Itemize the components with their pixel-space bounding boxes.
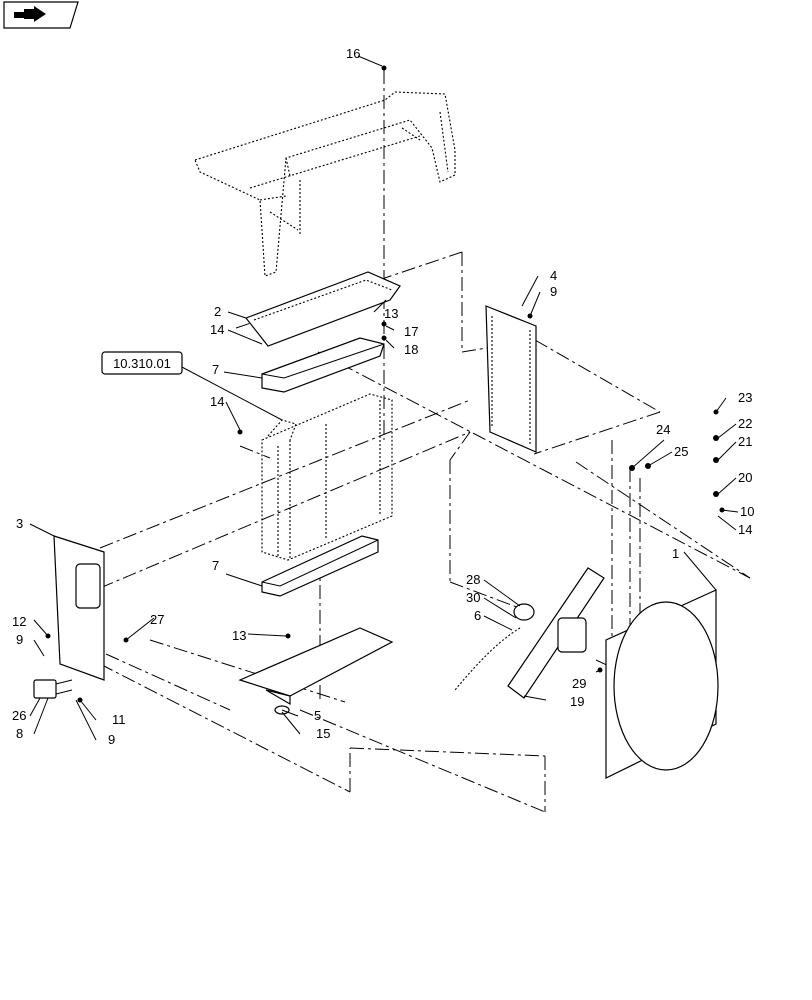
previous-page-arrow-icon[interactable]: [3, 1, 79, 29]
reference-label: 10.310.01: [113, 356, 171, 371]
callout-labels: 16 2 13 14 17 18 7 14 4 9 23 22 21 20 10…: [12, 46, 754, 747]
callout-label: 23: [738, 390, 752, 405]
hydraulic-hose: [454, 603, 535, 691]
callout-label: 24: [656, 422, 670, 437]
callout-label: 16: [346, 46, 360, 61]
fan-shroud: [605, 589, 719, 779]
lower-seal: [261, 535, 379, 597]
callout-label: 4: [550, 268, 557, 283]
callout-label: 18: [404, 342, 418, 357]
callout-label: 13: [384, 306, 398, 321]
callout-label: 15: [316, 726, 330, 741]
reference-callout[interactable]: 10.310.01: [101, 351, 183, 375]
callout-label: 21: [738, 434, 752, 449]
callout-label: 17: [404, 324, 418, 339]
callout-label: 1: [672, 546, 679, 561]
callout-label: 9: [108, 732, 115, 747]
cab-frame: [194, 91, 456, 277]
callout-label: 20: [738, 470, 752, 485]
callout-label: 28: [466, 572, 480, 587]
callout-label: 14: [738, 522, 752, 537]
side-panel-right: [485, 305, 537, 453]
callout-label: 30: [466, 590, 480, 605]
callout-label: 29: [572, 676, 586, 691]
callout-label: 19: [570, 694, 584, 709]
upper-baffle-plate: [245, 271, 401, 347]
fasteners: [45, 65, 725, 703]
callout-label: 14: [210, 394, 224, 409]
callout-label: 11: [112, 712, 126, 727]
callout-label: 5: [314, 708, 321, 723]
callout-label: 25: [674, 444, 688, 459]
callout-label: 8: [16, 726, 23, 741]
leader-lines: [29, 55, 739, 741]
callout-label: 27: [150, 612, 164, 627]
bottom-pan: [238, 627, 394, 715]
callout-label: 9: [16, 632, 23, 647]
fan-blade: [507, 567, 605, 699]
callout-label: 26: [12, 708, 26, 723]
callout-label: 10: [740, 504, 754, 519]
callout-label: 7: [212, 558, 219, 573]
callout-label: 13: [232, 628, 246, 643]
radiator-core: [261, 393, 393, 561]
callout-label: 22: [738, 416, 752, 431]
callout-label: 3: [16, 516, 23, 531]
callout-label: 2: [214, 304, 221, 319]
callout-label: 9: [550, 284, 557, 299]
callout-label: 14: [210, 322, 224, 337]
callout-label: 6: [474, 608, 481, 623]
expansion-tank: [33, 679, 73, 699]
callout-label: 7: [212, 362, 219, 377]
callout-label: 12: [12, 614, 26, 629]
side-panel-left: [53, 535, 105, 681]
upper-seal: [261, 337, 385, 393]
